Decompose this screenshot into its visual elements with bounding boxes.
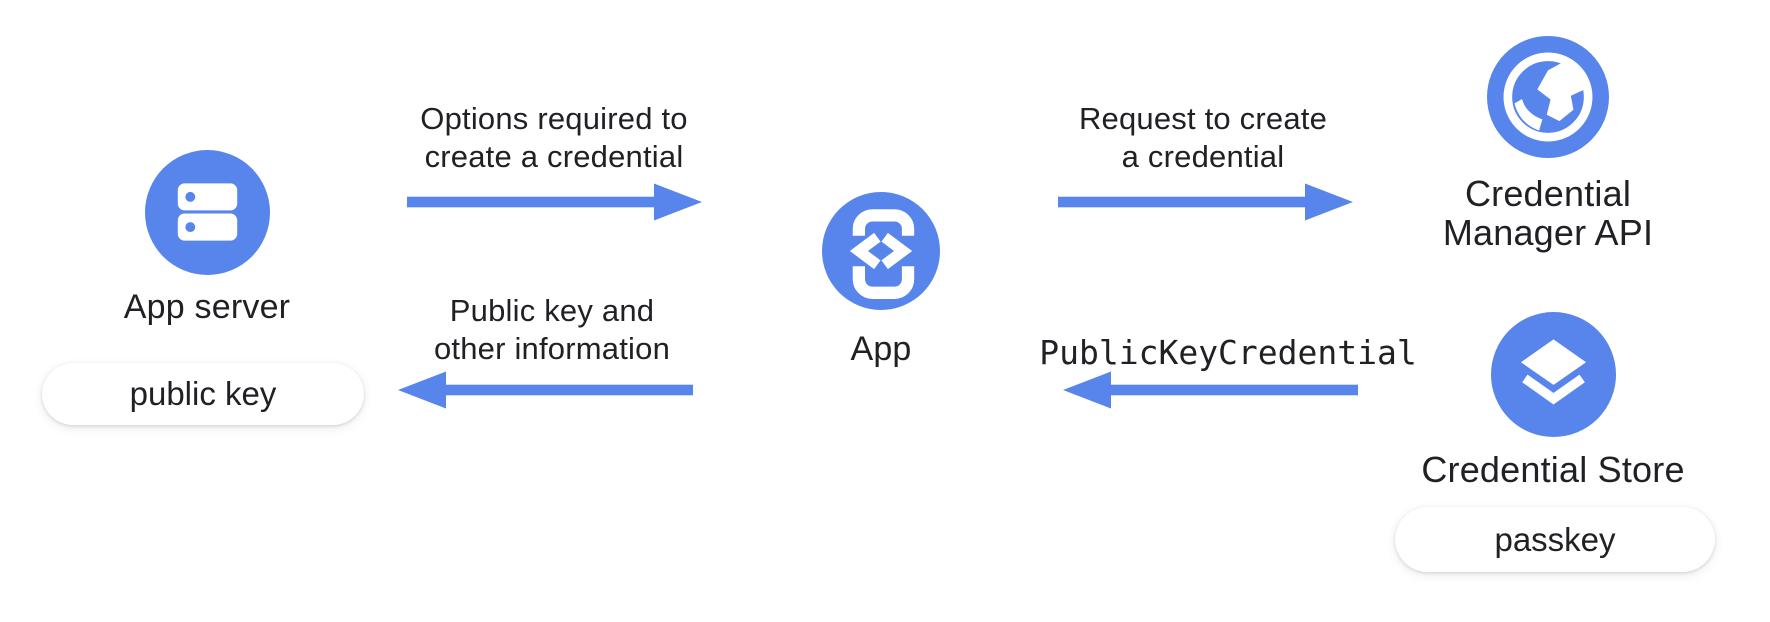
app-node xyxy=(822,192,940,310)
public-key-info-arrow-label: Public key and other information xyxy=(433,293,671,366)
credential-store-node xyxy=(1491,312,1616,437)
public-key-credential-arrow-label: PublicKeyCredential xyxy=(1039,333,1417,372)
app-server-label: App server xyxy=(123,288,291,326)
server-icon xyxy=(145,150,270,279)
app-server-node xyxy=(145,150,270,275)
globe-icon xyxy=(1487,36,1609,162)
passkey-badge: passkey xyxy=(1395,507,1715,572)
arrow-left-public-key-credential xyxy=(1062,370,1358,410)
credential-manager-api-node xyxy=(1487,36,1609,158)
public-key-badge: public key xyxy=(42,363,364,425)
arrow-right-options xyxy=(407,182,703,222)
phone-code-icon xyxy=(822,192,940,314)
credential-store-label: Credential Store xyxy=(1421,449,1685,490)
options-arrow-label: Options required to create a credential xyxy=(420,101,688,174)
arrow-right-request xyxy=(1058,182,1354,222)
app-label: App xyxy=(850,330,912,368)
credential-manager-api-label: Credential Manager API xyxy=(1442,173,1654,253)
arrow-left-public-key-info xyxy=(397,370,693,410)
layers-icon xyxy=(1491,312,1616,441)
request-arrow-label: Request to create a credential xyxy=(1078,101,1328,174)
